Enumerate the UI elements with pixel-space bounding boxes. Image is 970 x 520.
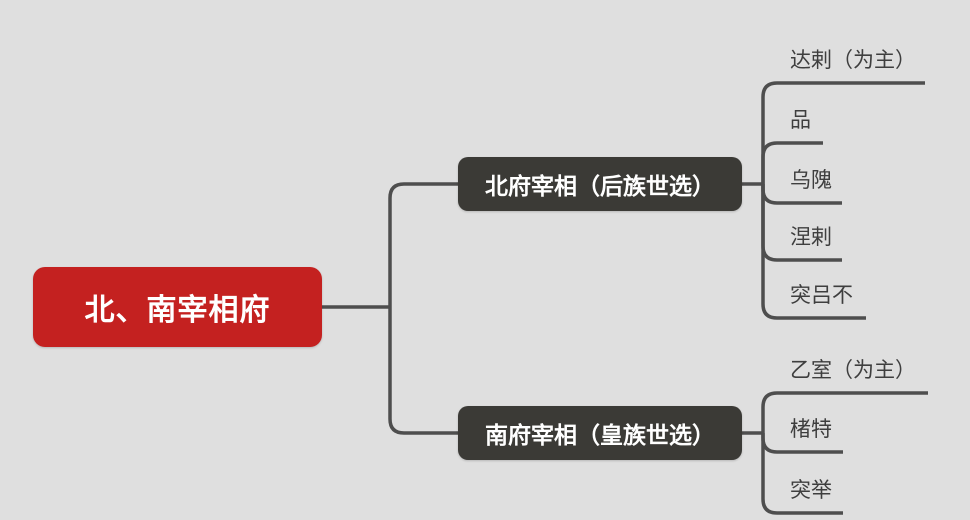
branch-node-south-chancellor[interactable]: 南府宰相（皇族世选） — [458, 406, 742, 460]
leaf-node-tulübu[interactable]: 突吕不 — [790, 284, 853, 307]
leaf-node-yishi[interactable]: 乙室（为主） — [790, 359, 916, 382]
south-leaf-connectors — [742, 391, 928, 515]
leaf-node-chute[interactable]: 楮特 — [790, 418, 832, 441]
root-node[interactable]: 北、南宰相府 — [33, 267, 322, 347]
branch-node-north-chancellor[interactable]: 北府宰相（后族世选） — [458, 157, 742, 211]
leaf-node-niela[interactable]: 涅剌 — [790, 226, 832, 249]
leaf-node-pin[interactable]: 品 — [790, 109, 811, 132]
leaf-node-wuwei[interactable]: 乌隗 — [790, 169, 832, 192]
leaf-node-tuju[interactable]: 突举 — [790, 479, 832, 502]
leaf-node-dala[interactable]: 达剌（为主） — [790, 49, 916, 72]
root-connectors — [322, 182, 458, 435]
